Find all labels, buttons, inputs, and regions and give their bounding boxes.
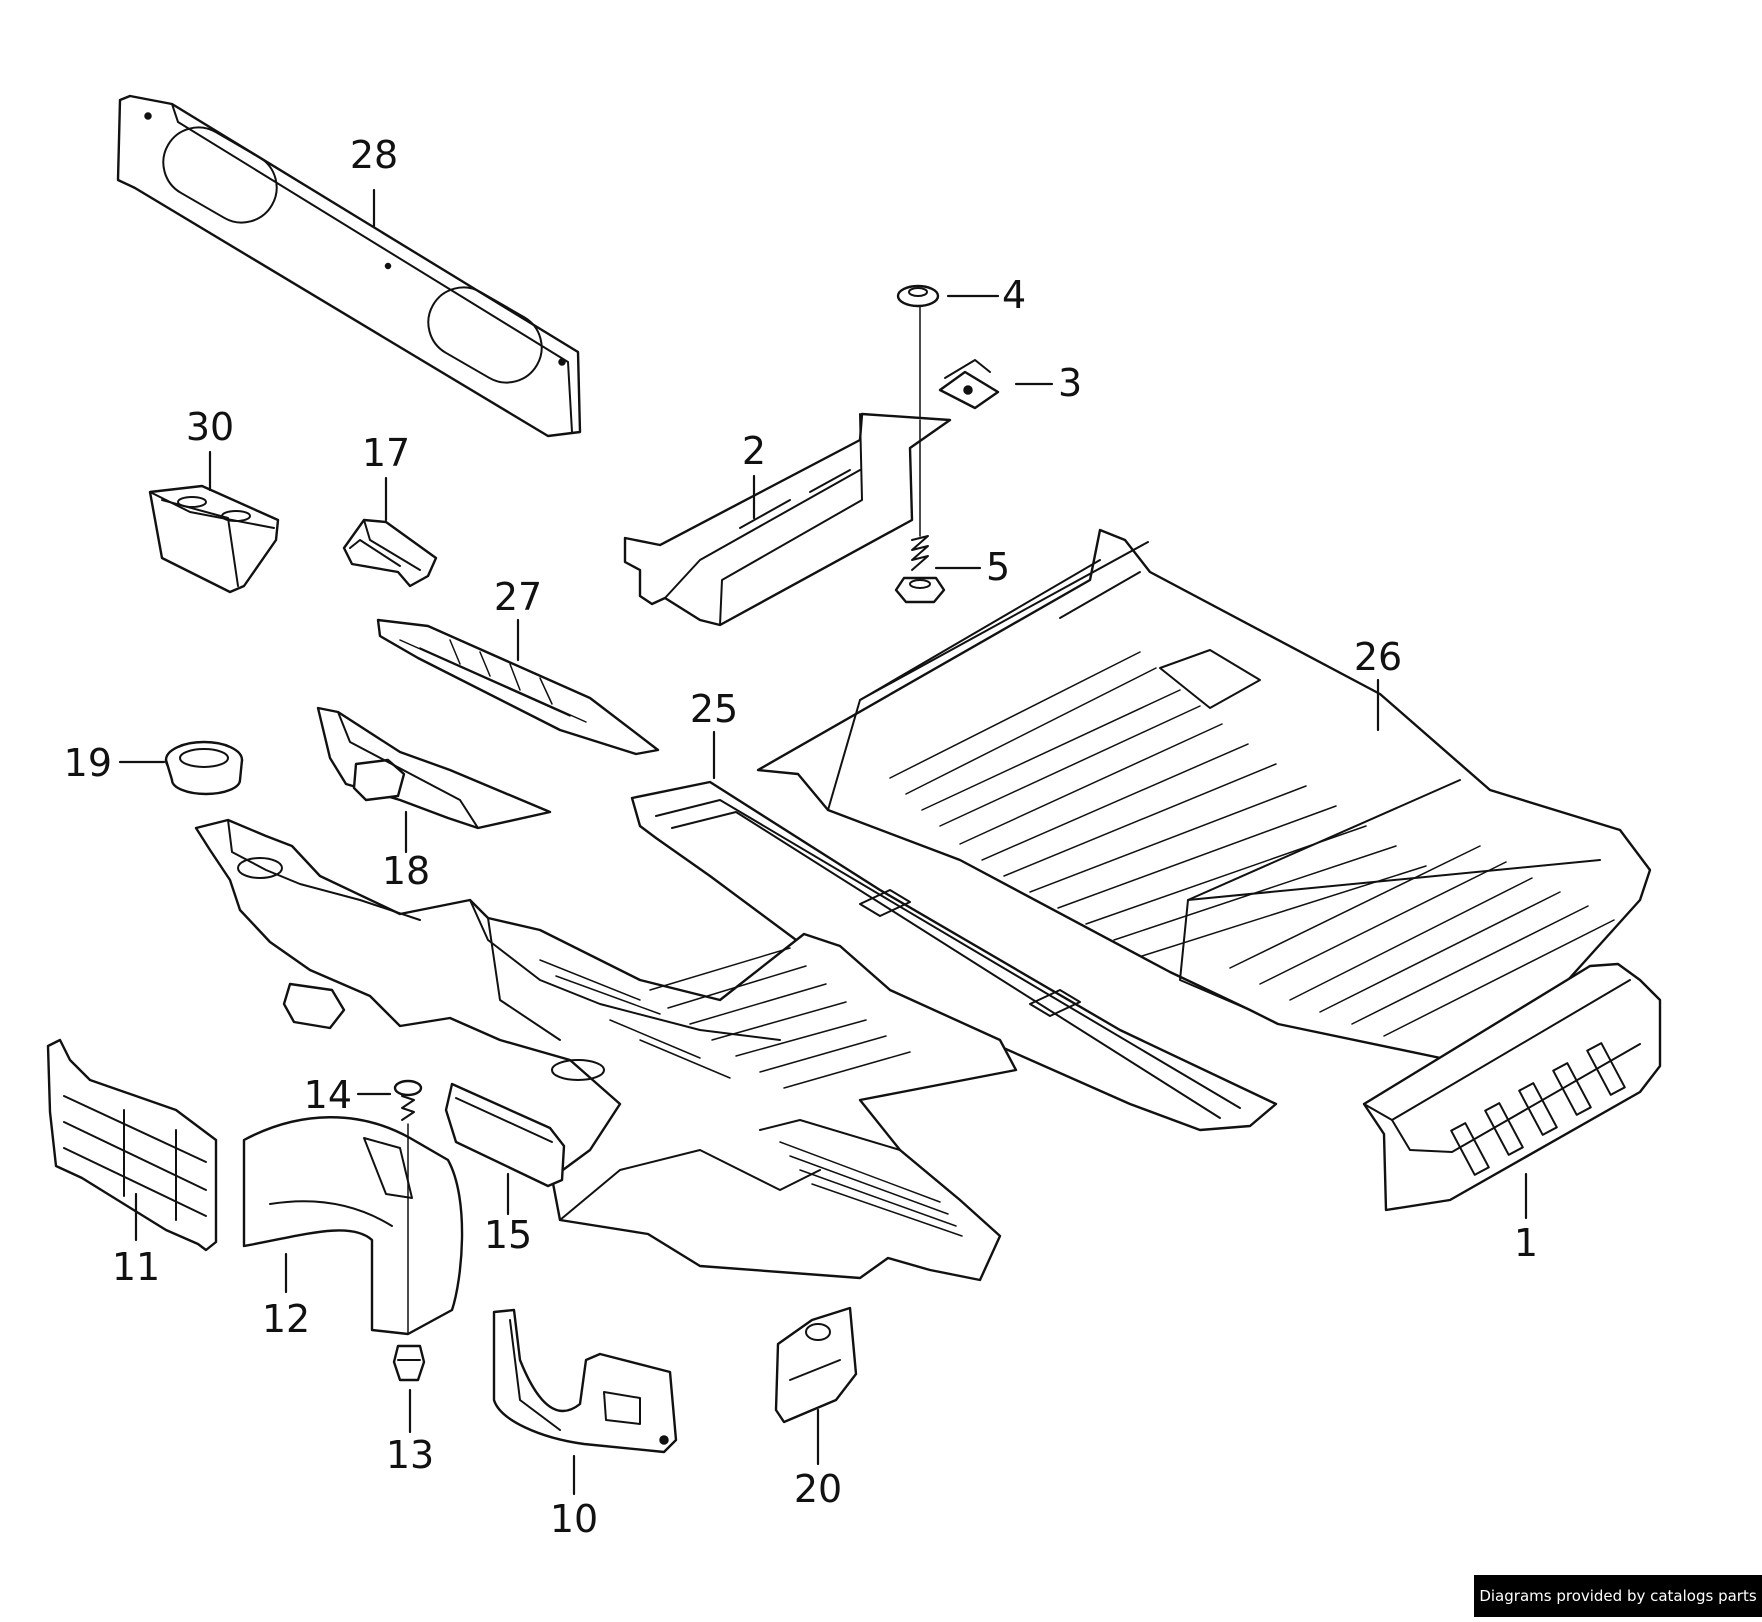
callout-14: 14 [304, 1073, 352, 1117]
callout-2: 2 [742, 429, 766, 473]
callout-25: 25 [690, 687, 738, 731]
callout-26: 26 [1354, 635, 1402, 679]
part-1-rear-step[interactable] [1362, 962, 1662, 1212]
part-17-small-bracket[interactable] [342, 518, 438, 588]
credit-text: Diagrams provided by catalogs parts [1479, 1587, 1757, 1605]
main-front-floor[interactable] [194, 818, 1018, 1282]
callout-labels: 28 4 3 2 30 17 5 27 26 25 19 18 14 15 11… [64, 133, 1538, 1541]
part-18-cross-member[interactable] [316, 706, 552, 830]
part-2-support-bracket[interactable] [623, 412, 952, 627]
callout-18: 18 [382, 849, 430, 893]
credit-banner: Diagrams provided by catalogs parts [1474, 1575, 1762, 1617]
part-20-side-bracket[interactable] [774, 1306, 858, 1424]
part-28-rear-panel[interactable] [116, 94, 582, 438]
callout-12: 12 [262, 1297, 310, 1341]
part-13-clip[interactable] [392, 1344, 426, 1382]
part-15-cover[interactable] [444, 1082, 566, 1188]
callout-17: 17 [362, 431, 410, 475]
callout-10: 10 [550, 1497, 598, 1541]
callout-4: 4 [1002, 273, 1026, 317]
part-4-grommet[interactable] [896, 284, 940, 419]
part-27-trim-strip[interactable] [376, 618, 660, 756]
callout-27: 27 [494, 575, 542, 619]
part-11-grille-panel[interactable] [46, 1038, 218, 1252]
part-5-bolt[interactable] [894, 419, 946, 604]
callout-leaders [118, 188, 1528, 1496]
part-25-center-floor[interactable] [630, 780, 1278, 1132]
callout-3: 3 [1058, 361, 1082, 405]
callout-5: 5 [986, 545, 1010, 589]
part-3-clip-nut[interactable] [938, 359, 1000, 410]
callout-11: 11 [112, 1245, 160, 1289]
callout-13: 13 [386, 1433, 434, 1477]
part-30-storage-tray[interactable] [148, 484, 280, 594]
callout-1: 1 [1514, 1221, 1538, 1265]
part-10-footwell-panel[interactable] [492, 1308, 678, 1454]
part-14-screw[interactable] [393, 1079, 423, 1335]
part-26-rear-floor-pan[interactable] [756, 528, 1652, 1062]
callout-28: 28 [350, 133, 398, 177]
part-19-plug[interactable] [164, 740, 244, 796]
callout-19: 19 [64, 741, 112, 785]
callout-30: 30 [186, 405, 234, 449]
callout-20: 20 [794, 1467, 842, 1511]
callout-15: 15 [484, 1213, 532, 1257]
part-26-ribs [889, 651, 1615, 1037]
